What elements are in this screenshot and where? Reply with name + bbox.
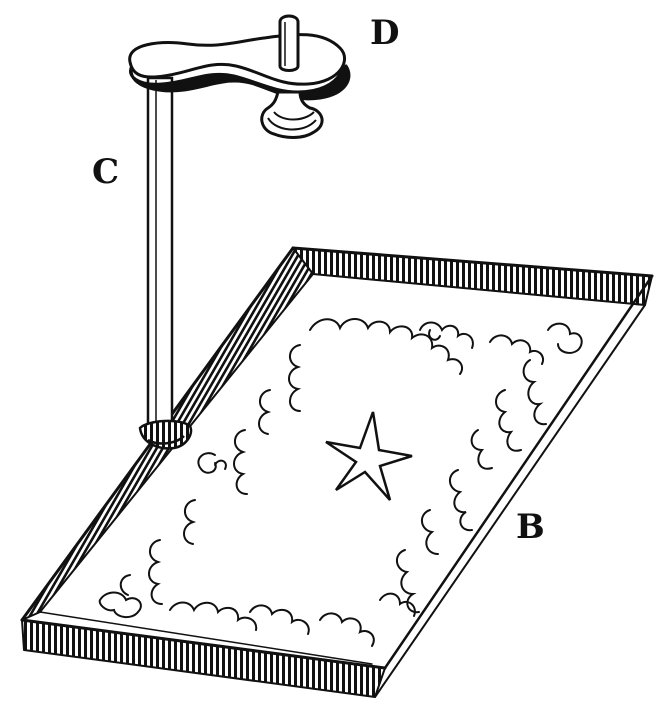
label-b: B bbox=[516, 507, 545, 547]
label-c: C bbox=[92, 152, 119, 192]
top-bracket bbox=[128, 14, 351, 139]
tray bbox=[20, 246, 654, 698]
tray-right-edge bbox=[383, 274, 654, 670]
star-figure bbox=[325, 411, 413, 501]
support-pole bbox=[138, 76, 193, 450]
powder-cloud-border bbox=[98, 318, 583, 647]
label-d: D bbox=[370, 13, 399, 53]
